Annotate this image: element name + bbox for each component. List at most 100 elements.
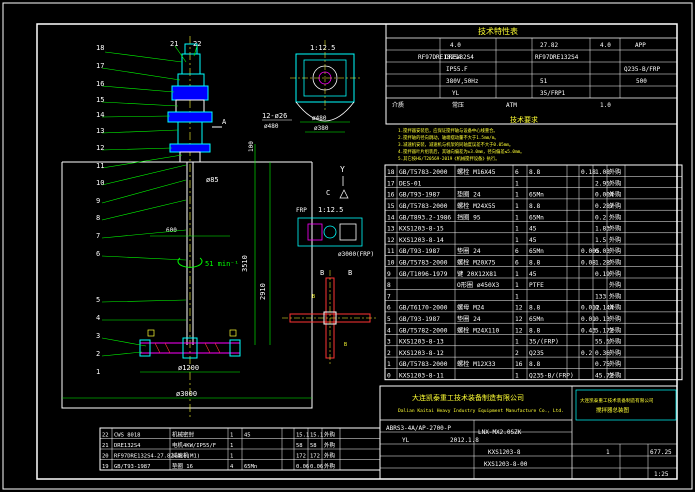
- bom-cell: 螺栓 M12X33: [457, 360, 496, 368]
- main-elevation-view: A 51 min⁻¹ ø85 600 ø1200 ø3000 3510 2910…: [61, 36, 313, 420]
- req-line-1: 1.搅拌器安装后，应保证搅拌轴与设备中心线重合。: [398, 127, 498, 134]
- dim-tank: ø3000: [176, 390, 197, 398]
- bom-cell: GB/T5783-2000: [399, 203, 448, 210]
- company-name: 大连凯泰重工技术装备制造有限公司: [412, 393, 524, 402]
- impeller-hub: [182, 337, 198, 359]
- balloon-22: 22: [193, 40, 201, 48]
- bom-cell: DES-01: [399, 180, 422, 187]
- rotation-arrow: [177, 257, 203, 268]
- tp-r0-c0: 4.0: [450, 42, 461, 49]
- bom-cell: 6: [515, 248, 519, 255]
- bom-cell: 4: [230, 464, 234, 470]
- bom-cell: 21: [102, 443, 109, 449]
- bom-cell: GB/T93-1987: [114, 464, 150, 470]
- bom-cell: 1: [515, 226, 519, 233]
- bom-cell: 10: [387, 260, 395, 267]
- tp-r1-c1: RF97DRE132S4: [535, 54, 579, 61]
- tb-date: 2012.1.8: [450, 437, 479, 444]
- bom-cell: 垫圈 24: [457, 315, 481, 323]
- tp-r4-c0: 介质: [392, 101, 404, 109]
- bom-cell: 电机4KW/IP55/F: [172, 441, 216, 449]
- bom-cell: RF97DRE132S4-27.82-4.0(M1): [114, 453, 200, 459]
- tech-parameters-table: 技术特性表 4.0 RF97DRE132S4 27.82 4.0 APP DRE…: [385, 23, 678, 125]
- bom-cell: 垫圈 24: [457, 191, 481, 199]
- tb-type-code: YL: [402, 437, 410, 444]
- bom-cell: 1: [515, 339, 519, 346]
- bom-cell: 外购: [609, 372, 621, 380]
- bom-cell: Q235-B/(FRP): [529, 373, 574, 380]
- tp-r0-c3: 4.0: [600, 42, 611, 49]
- company-name-en: Dalian Kaitai Heavy Industry Equipment M…: [398, 408, 564, 414]
- top-view-scale: 1:12.5: [310, 44, 335, 52]
- dim-bot: 100: [248, 141, 255, 152]
- bom-cell: 外购: [609, 259, 621, 267]
- bom-cell: 14: [387, 214, 395, 221]
- bom-cell: 65Mn: [529, 214, 544, 221]
- title-block: 大连凯泰重工技术装备制造有限公司 Dalian Kaitai Heavy Ind…: [379, 385, 678, 480]
- balloon-12: 12: [96, 144, 104, 152]
- bom-cell: 1.28: [595, 260, 610, 267]
- req-title: 技术要求: [510, 115, 538, 124]
- bom-cell: 7: [387, 293, 391, 300]
- bom-cell: 5: [387, 316, 391, 323]
- bom-cell: 20: [102, 453, 109, 459]
- bom-cell: 挡圈 95: [457, 213, 481, 221]
- bom-cell: 2.95: [595, 180, 610, 187]
- balloon-leaders: [101, 45, 198, 357]
- bom-cell: 45: [529, 226, 537, 233]
- balloon-11: 11: [96, 162, 104, 170]
- flange-tag: ø480: [264, 123, 279, 130]
- tb-drawing-no: ABRS3-4A/AP-2700-P: [386, 425, 451, 432]
- detail-c-label: C: [326, 189, 330, 197]
- bom-cell: 外购: [609, 292, 621, 300]
- bom-cell: 外购: [609, 338, 621, 346]
- bom-cell: 6: [387, 305, 391, 312]
- bom-cell: 外购: [609, 247, 621, 255]
- tb-code1: KXS1203-8: [488, 449, 521, 456]
- balloon-5: 5: [96, 296, 100, 304]
- tp-r4-c1: 常压: [452, 101, 464, 109]
- balloon-16: 16: [96, 80, 104, 88]
- bom-cell: 外购: [609, 360, 621, 368]
- bom-cell: 0.2: [581, 350, 592, 357]
- bom-cell: 16: [515, 361, 523, 368]
- bom-cell: 8.8: [529, 305, 540, 312]
- bom-cell: 12: [387, 237, 395, 244]
- balloon-10: 10: [96, 179, 104, 187]
- bom-cell: 1: [387, 361, 391, 368]
- bom-cell: 1: [515, 373, 519, 380]
- bom-cell: GB/T93-1987: [399, 248, 440, 255]
- bom-cell: 1: [515, 293, 519, 300]
- bom-cell: 172: [296, 453, 306, 459]
- bom-cell: 1: [515, 271, 519, 278]
- balloon-14: 14: [96, 111, 104, 119]
- bom-cell: GB/T5783-2000: [399, 260, 448, 267]
- bom-cell: 0.19: [595, 271, 610, 278]
- technical-requirements: 技术要求 1.搅拌器安装后，应保证搅拌轴与设备中心线重合。 2.搅拌轴的径向跳动…: [398, 115, 538, 162]
- bom-cell: 55.5: [595, 339, 610, 346]
- bom-cell: Q235: [529, 350, 544, 357]
- bom-cell: 外购: [609, 213, 621, 221]
- balloon-labels: 18 21 22 17 16 15 14 13 12 11 10 9 8 7 6…: [96, 40, 201, 376]
- bom-cell: 0.012: [581, 305, 600, 312]
- bom-cell: 12: [515, 305, 523, 312]
- tank-outline: [61, 162, 313, 409]
- bom-cell: 外购: [324, 451, 336, 459]
- bom-cell: CWS 8018: [114, 432, 141, 438]
- bom-cell: 8: [387, 282, 391, 289]
- bom-cell: 外购: [609, 179, 621, 187]
- bom-cell: 6: [515, 169, 519, 176]
- bom-cell: O形圈 ø450X3: [457, 281, 499, 289]
- bb-b1: B: [312, 294, 315, 300]
- bom-cell: GB/T893.2-1986: [399, 214, 451, 221]
- tp-r0-c2: 27.82: [540, 42, 558, 49]
- bom-cell: 8.8: [529, 327, 540, 334]
- tb-scale: 1:25: [654, 471, 669, 478]
- bom-cell: 外购: [609, 168, 621, 176]
- balloon-8: 8: [96, 214, 100, 222]
- req-line-2: 2.搅拌轴的径向跳动，轴端摆动量不大于1.5mm/m。: [398, 134, 499, 141]
- bom-cell: 12: [515, 327, 523, 334]
- req-line-4: 4.搅拌器叶片组装后，其轴向偏差为±3.0mm，径向偏差≤5.0mm。: [398, 148, 524, 155]
- frp-sub: ø3000(FRP): [338, 251, 374, 258]
